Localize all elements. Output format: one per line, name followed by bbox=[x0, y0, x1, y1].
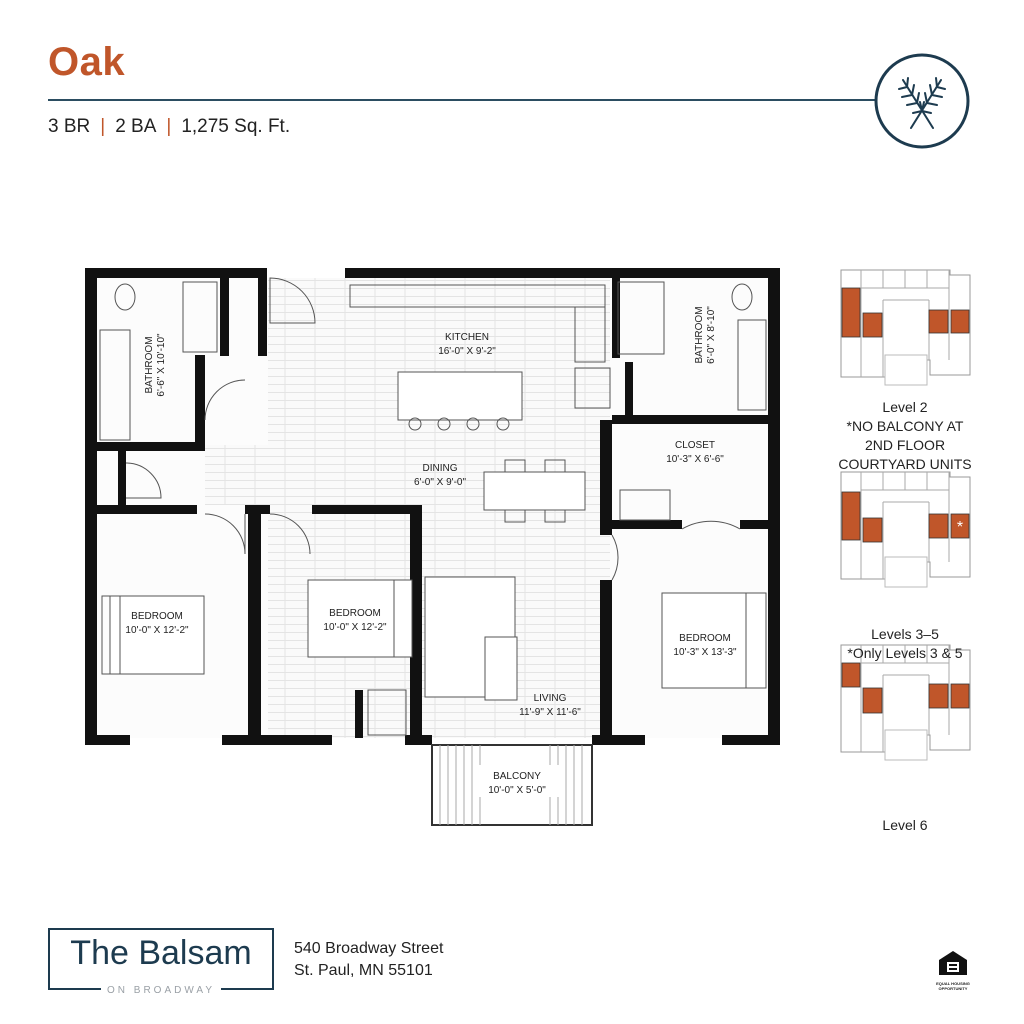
equal-housing-icon bbox=[939, 951, 967, 975]
key-plan bbox=[840, 269, 971, 386]
svg-text:11'-9" X 11'-6": 11'-9" X 11'-6" bbox=[519, 707, 581, 718]
brand-name: The Balsam bbox=[70, 934, 252, 972]
highlighted-unit bbox=[841, 287, 861, 338]
unit-specs: 3 BR | 2 BA | 1,275 Sq. Ft. bbox=[48, 116, 290, 138]
room-label-dining: DINING 6'-0" X 9'-0" bbox=[414, 463, 467, 488]
svg-text:BATHROOM: BATHROOM bbox=[144, 336, 155, 393]
highlighted-unit bbox=[862, 687, 883, 714]
svg-text:BEDROOM: BEDROOM bbox=[679, 633, 731, 644]
equal-housing-logo: EQUAL HOUSING OPPORTUNITY bbox=[930, 950, 976, 991]
header-divider bbox=[48, 99, 876, 101]
svg-text:10'-0" X 12'-2": 10'-0" X 12'-2" bbox=[323, 622, 387, 633]
bedroom-count: 3 BR bbox=[48, 116, 91, 137]
key-plan-label-level-2: Level 2 *NO BALCONY AT 2ND FLOOR COURTYA… bbox=[805, 398, 1005, 474]
walls bbox=[85, 268, 780, 745]
svg-text:BATHROOM: BATHROOM bbox=[694, 306, 705, 363]
svg-text:BALCONY: BALCONY bbox=[493, 771, 541, 782]
building-outline bbox=[840, 644, 971, 753]
svg-text:10'-3" X 6'-6": 10'-3" X 6'-6" bbox=[666, 454, 724, 465]
room-label-bathroom-2: BATHROOM 6'-0" X 8'-10" bbox=[694, 306, 717, 364]
room-label-bedroom-3: BEDROOM 10'-3" X 13'-3" bbox=[673, 633, 737, 658]
svg-text:BEDROOM: BEDROOM bbox=[131, 611, 183, 622]
unit-marker: * bbox=[957, 519, 963, 536]
room-labels: BATHROOM 6'-6" X 10'-10" KITCHEN 16'-0" … bbox=[125, 306, 737, 796]
svg-text:10'-3" X 13'-3": 10'-3" X 13'-3" bbox=[673, 647, 737, 658]
building-outline bbox=[840, 471, 971, 580]
balcony bbox=[431, 744, 593, 826]
room-label-bedroom-1: BEDROOM 10'-0" X 12'-2" bbox=[125, 611, 189, 636]
key-plan-note: 2ND FLOOR bbox=[864, 437, 946, 453]
svg-text:6'-6" X 10'-10": 6'-6" X 10'-10" bbox=[156, 333, 167, 397]
corridor bbox=[860, 287, 950, 377]
key-plan-note: *NO BALCONY AT bbox=[846, 418, 964, 434]
room-label-kitchen: KITCHEN 16'-0" X 9'-2" bbox=[438, 332, 496, 357]
svg-text:6'-0" X 8'-10": 6'-0" X 8'-10" bbox=[706, 306, 717, 364]
highlighted-unit bbox=[928, 309, 949, 334]
key-plan-note: *Only Levels 3 & 5 bbox=[847, 645, 963, 661]
key-plan-title: Level 2 bbox=[882, 399, 928, 415]
corridor bbox=[860, 489, 950, 579]
brand-subtitle: ON BROADWAY bbox=[100, 985, 222, 996]
room-label-balcony: BALCONY 10'-0" X 5'-0" bbox=[488, 771, 546, 796]
svg-text:6'-0" X 9'-0": 6'-0" X 9'-0" bbox=[414, 477, 467, 488]
highlighted-unit bbox=[841, 662, 861, 688]
key-plan-title: Level 6 bbox=[882, 817, 928, 833]
svg-text:DINING: DINING bbox=[423, 463, 458, 474]
room-label-closet: CLOSET 10'-3" X 6'-6" bbox=[666, 440, 724, 465]
key-plan: * bbox=[840, 471, 971, 588]
key-plan-label-levels-3-5: Levels 3–5 *Only Levels 3 & 5 bbox=[805, 625, 1005, 663]
bathroom-count: 2 BA bbox=[115, 116, 157, 137]
highlighted-unit bbox=[928, 513, 949, 539]
courtyard bbox=[884, 729, 928, 761]
pine-branches-icon bbox=[874, 53, 970, 149]
fixtures bbox=[99, 277, 767, 736]
courtyard bbox=[884, 354, 928, 386]
highlighted-unit bbox=[950, 683, 970, 709]
svg-text:LIVING: LIVING bbox=[534, 693, 567, 704]
svg-text:10'-0" X 5'-0": 10'-0" X 5'-0" bbox=[488, 785, 546, 796]
courtyard bbox=[884, 556, 928, 588]
key-plans: * bbox=[840, 269, 971, 761]
highlighted-unit bbox=[862, 312, 883, 338]
building-outline bbox=[840, 269, 971, 378]
corridor bbox=[860, 662, 950, 752]
equal-housing-text: EQUAL HOUSING OPPORTUNITY bbox=[936, 981, 970, 991]
key-plan-note: COURTYARD UNITS bbox=[838, 456, 972, 472]
svg-text:10'-0" X 12'-2": 10'-0" X 12'-2" bbox=[125, 625, 189, 636]
room-label-living: LIVING 11'-9" X 11'-6" bbox=[519, 693, 581, 718]
separator: | bbox=[100, 116, 106, 137]
highlighted-unit bbox=[862, 517, 883, 543]
svg-text:CLOSET: CLOSET bbox=[675, 440, 715, 451]
room-label-bathroom-1: BATHROOM 6'-6" X 10'-10" bbox=[144, 333, 167, 397]
key-plan bbox=[840, 644, 971, 761]
room-label-bedroom-2: BEDROOM 10'-0" X 12'-2" bbox=[323, 608, 387, 633]
unit-title: Oak bbox=[48, 40, 126, 84]
key-plan-title: Levels 3–5 bbox=[871, 626, 939, 642]
square-footage: 1,275 Sq. Ft. bbox=[181, 116, 291, 137]
highlighted-unit bbox=[928, 683, 949, 709]
highlighted-unit bbox=[950, 309, 970, 334]
address-city: St. Paul, MN 55101 bbox=[294, 962, 433, 979]
svg-text:16'-0" X 9'-2": 16'-0" X 9'-2" bbox=[438, 346, 496, 357]
highlighted-unit bbox=[841, 491, 861, 541]
svg-text:BEDROOM: BEDROOM bbox=[329, 608, 381, 619]
address-street: 540 Broadway Street bbox=[294, 940, 444, 957]
key-plan-label-level-6: Level 6 bbox=[805, 816, 1005, 835]
separator: | bbox=[166, 116, 172, 137]
brand-logo: The Balsam ON BROADWAY bbox=[48, 928, 274, 996]
highlighted-unit bbox=[950, 513, 970, 539]
address: 540 Broadway Street St. Paul, MN 55101 bbox=[294, 938, 443, 982]
svg-text:KITCHEN: KITCHEN bbox=[445, 332, 489, 343]
